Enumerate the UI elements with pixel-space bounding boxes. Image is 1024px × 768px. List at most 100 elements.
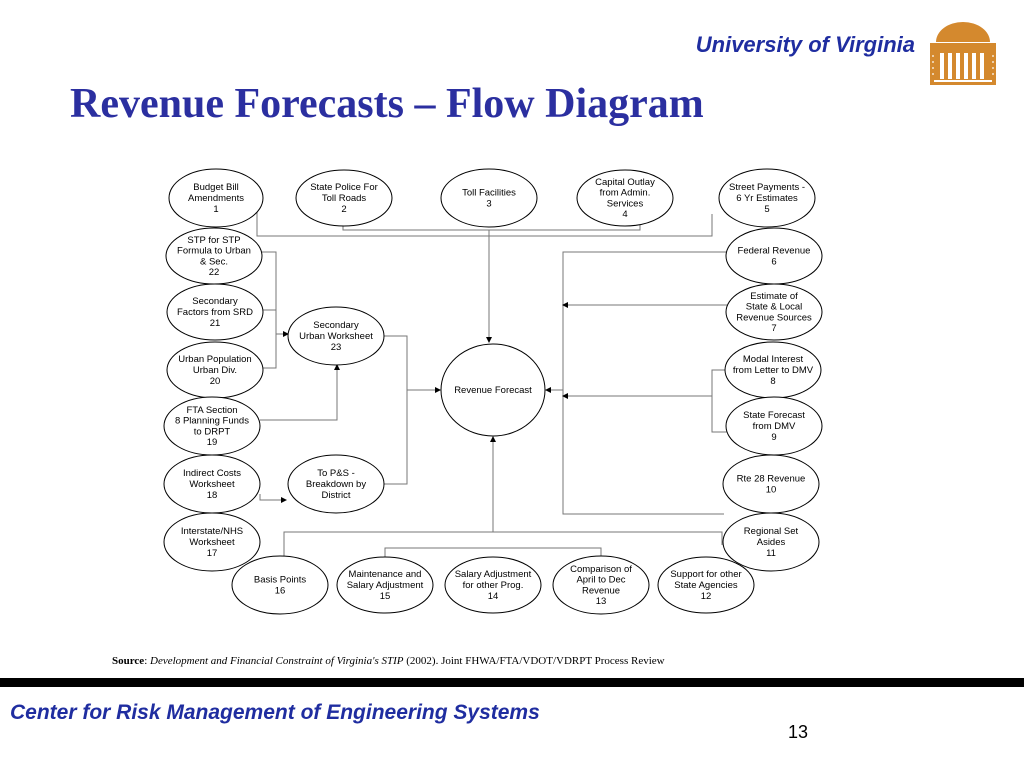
source-label: Source [112, 655, 145, 667]
center-node-label: Revenue Forecast [454, 385, 532, 396]
flow-node-label: Modal Interest [743, 354, 804, 365]
flow-node-label: Estimate of [750, 291, 798, 302]
flow-node-shape [722, 512, 820, 572]
flow-node-label: Breakdown by [306, 479, 366, 490]
page-title: Revenue Forecasts – Flow Diagram [70, 81, 704, 127]
flow-node-shape [231, 555, 329, 615]
flow-node-label: from Admin. [600, 188, 651, 199]
footer-center-name: Center for Risk Management of Engineerin… [10, 701, 540, 724]
source-rest: (2002). Joint FHWA/FTA/VDOT/VDRPT Proces… [403, 655, 665, 667]
flow-node-label: 8 [770, 376, 775, 387]
source-title: Development and Financial Constraint of … [150, 655, 404, 667]
flow-node-label: 13 [596, 596, 607, 607]
flow-node-label: Formula to Urban [177, 246, 251, 257]
flow-node-label: 2 [341, 204, 346, 215]
flow-node-label: Urban Population [178, 354, 251, 365]
flow-node-label: Basis Points [254, 575, 307, 586]
flow-node-shape [440, 168, 538, 228]
flow-node-label: 18 [207, 490, 218, 501]
flow-node-shape [725, 283, 823, 341]
center-node: Revenue Forecast [440, 343, 546, 437]
university-name: University of Virginia [695, 32, 915, 57]
flow-node-shape [295, 169, 393, 227]
flow-node-label: 4 [622, 209, 627, 220]
flow-node-label: 10 [766, 484, 777, 495]
flow-node-label: 9 [771, 432, 776, 443]
flow-node-label: 22 [209, 267, 220, 278]
flow-node-label: Support for other [670, 569, 741, 580]
flow-node-label: 7 [771, 323, 776, 334]
flow-node-shape [287, 306, 385, 366]
flow-node-label: Interstate/NHS [181, 526, 243, 537]
flow-node-label: Revenue Sources [736, 312, 812, 323]
flow-node-label: Factors from SRD [177, 307, 253, 318]
flow-node-label: STP for STP [187, 235, 240, 246]
flow-node-label: 16 [275, 585, 286, 596]
flow-node-label: State Police For [310, 182, 378, 193]
flow-node-label: 12 [701, 591, 712, 602]
flow-node-label: Asides [757, 537, 786, 548]
flow-node-label: Salary Adjustment [455, 569, 532, 580]
source-citation: Source: Development and Financial Constr… [112, 655, 665, 667]
flow-node-label: Worksheet [189, 479, 235, 490]
flow-node-label: Federal Revenue [738, 246, 811, 257]
flow-node-label: Worksheet [189, 537, 235, 548]
flow-node-label: 21 [210, 318, 221, 329]
flow-node-label: for other Prog. [463, 580, 524, 591]
flow-node-label: Toll Facilities [462, 188, 516, 199]
flow-node-label: 14 [488, 591, 499, 602]
flow-node-shape [718, 168, 816, 228]
rotunda-logo-icon [930, 22, 996, 85]
flow-node-label: Indirect Costs [183, 468, 241, 479]
footer-divider [0, 678, 1024, 687]
flow-node-label: District [321, 490, 350, 501]
flow-node-label: from DMV [753, 421, 796, 432]
flow-node-label: Revenue [582, 585, 620, 596]
flow-node-label: To P&S - [317, 468, 355, 479]
flow-node-label: Regional Set [744, 526, 799, 537]
flow-node-label: Urban Div. [193, 365, 237, 376]
flow-node-label: FTA Section [186, 405, 237, 416]
flow-node-label: 3 [486, 198, 491, 209]
flow-node-label: Rte 28 Revenue [737, 474, 806, 485]
flow-node-label: April to Dec [576, 575, 625, 586]
connector-lines [256, 204, 727, 560]
flow-node-label: Secondary [192, 296, 238, 307]
flow-node-label: Toll Roads [322, 193, 367, 204]
flow-node-label: from Letter to DMV [733, 365, 814, 376]
flow-node-shape [168, 168, 264, 228]
flow-node-label: 23 [331, 342, 342, 353]
flow-node-shape [163, 512, 261, 572]
flow-node-label: 19 [207, 437, 218, 448]
flow-node-shape [576, 169, 674, 227]
flow-node-shape [552, 555, 650, 615]
flow-node-label: State Agencies [674, 580, 738, 591]
flow-node-label: to DRPT [194, 426, 231, 437]
flow-node-shape [166, 283, 264, 341]
flow-node-label: State Forecast [743, 410, 805, 421]
flow-node-label: 6 Yr Estimates [736, 193, 798, 204]
flow-node-label: Maintenance and [349, 569, 422, 580]
